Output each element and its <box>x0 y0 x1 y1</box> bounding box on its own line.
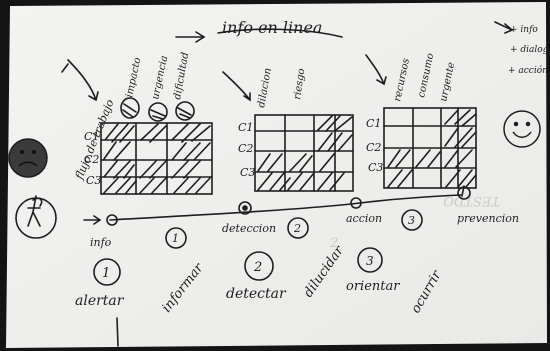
bottom-circle-2: 2 <box>253 260 262 275</box>
note-2: + dialog <box>510 45 549 55</box>
note-1: + info <box>510 25 538 35</box>
timeline-node-prevencion: prevencion <box>457 212 519 225</box>
grid1-col-1: impacto <box>124 57 143 99</box>
timeline-marker-1: 1 <box>172 232 179 245</box>
side-label: flujo de trabajo <box>72 97 116 182</box>
grid2-row-2: C2 <box>238 142 253 155</box>
grid3-col-3: urgente <box>438 61 457 102</box>
grid3-row-2: C2 <box>366 141 381 154</box>
grid1-col-3: dificultad <box>172 51 191 100</box>
word-dilucidar: dilucidar <box>301 243 347 300</box>
word-informar: informar <box>159 260 207 315</box>
word-alertar: alertar <box>75 293 125 309</box>
grid2-col-1: dilacion <box>256 67 274 108</box>
timeline-node-accion: accion <box>346 212 382 225</box>
word-detectar: detectar <box>226 286 287 302</box>
word-ocurrir: ocurrir <box>408 268 445 316</box>
grid2-col-2: riesgo <box>292 68 307 101</box>
grid3-row-1: C1 <box>366 117 381 130</box>
grid2-row-1: C1 <box>238 121 253 134</box>
grid3-col-2: consumo <box>416 52 436 98</box>
bottom-circle-1: 1 <box>102 266 110 281</box>
timeline-node-accion-number: 3 <box>408 214 415 227</box>
note-3: + acción <box>508 65 548 76</box>
header-label: info en linea <box>222 18 322 37</box>
timeline-node-info: info <box>90 236 112 249</box>
bottom-circle-3: 3 <box>366 254 374 268</box>
grid3-col-1: recursos <box>392 57 412 102</box>
word-orientar: orientar <box>346 279 400 294</box>
grid1-col-2: urgencia <box>150 55 170 101</box>
grid2-row-3: C3 <box>240 166 255 179</box>
timeline-node-deteccion: deteccion <box>222 222 276 235</box>
timeline-node-deteccion-number: 2 <box>293 222 301 235</box>
grid1-row-3: C3 <box>86 174 101 187</box>
grid3-row-3: C3 <box>368 161 383 174</box>
